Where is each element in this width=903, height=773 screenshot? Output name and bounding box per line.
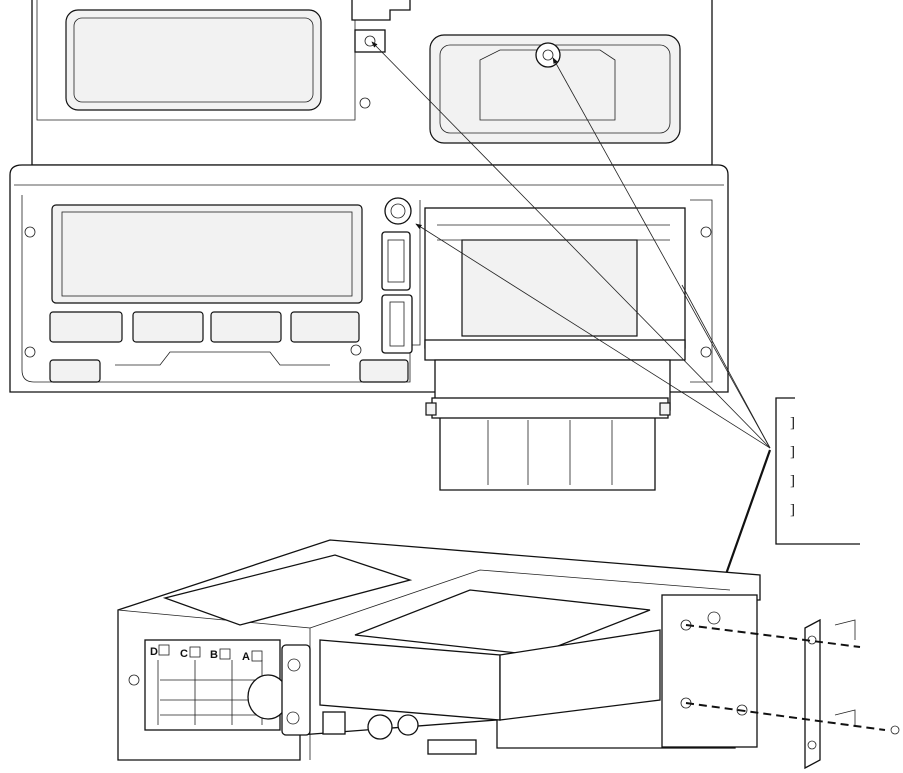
power-connector — [322, 711, 346, 735]
screw-hole-top-left — [364, 35, 376, 47]
top-recess-right — [429, 34, 681, 144]
round-connector — [384, 197, 412, 225]
callout-marker: ] — [790, 502, 795, 518]
top-recess-left — [65, 9, 322, 111]
top-device-view — [9, 0, 729, 491]
bottom-device-view: D C B A — [117, 539, 761, 761]
connector-label-b: B — [210, 649, 218, 661]
display-window — [51, 204, 363, 304]
screw-icon — [890, 725, 900, 735]
callout-marker: ] — [790, 473, 795, 489]
button-row — [49, 311, 409, 383]
callout-box: ] ] ] ] — [775, 397, 860, 545]
callout-marker: ] — [790, 415, 795, 431]
connector-label-a: A — [242, 651, 250, 663]
usb-port — [381, 294, 413, 354]
printer-drawer — [424, 207, 686, 491]
top-plate-right — [354, 589, 651, 656]
connector-label-d: D — [150, 646, 158, 658]
rj-connector — [381, 231, 411, 291]
top-plate — [162, 554, 413, 626]
connector-label-c: C — [180, 648, 188, 660]
callout-marker: ] — [790, 444, 795, 460]
mounting-bracket — [685, 618, 900, 770]
